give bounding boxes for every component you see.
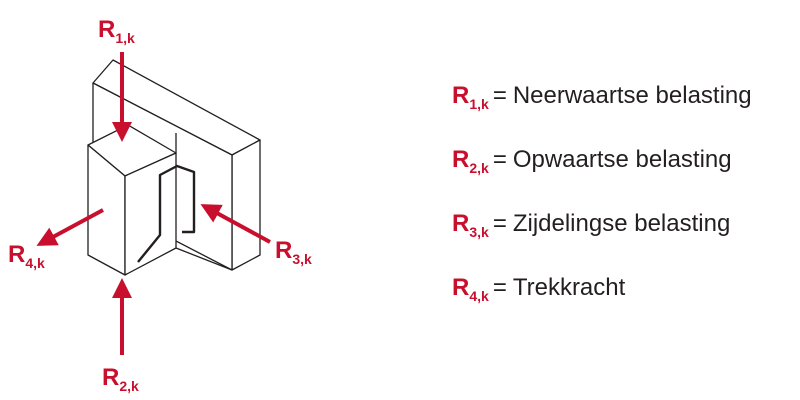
legend-description: Neerwaartse belasting	[512, 82, 752, 109]
legend-description: Opwaartse belasting	[512, 146, 732, 173]
legend-symbol: R3,k	[452, 210, 489, 240]
legend-description: Zijdelingse belasting	[512, 210, 731, 237]
legend-item-r2: R2,k = Opwaartse belasting	[452, 146, 792, 210]
legend-equals: =	[492, 210, 507, 237]
legend-description: Trekkracht	[512, 274, 626, 301]
arrow-r3	[200, 204, 271, 244]
force-arrows	[36, 52, 271, 355]
slot-cutout	[137, 164, 196, 263]
legend: R1,k = Neerwaartse belasting R2,k = Opwa…	[452, 82, 792, 338]
legend-equals: =	[492, 274, 507, 301]
legend-equals: =	[492, 146, 507, 173]
legend-item-r1: R1,k = Neerwaartse belasting	[452, 82, 792, 146]
back-right-face	[231, 139, 261, 271]
legend-symbol: R2,k	[452, 146, 489, 176]
load-diagram: R1,k R2,k R3,k R4,k	[8, 16, 312, 394]
label-r2: R2,k	[102, 364, 139, 394]
label-r3: R3,k	[275, 237, 312, 267]
legend-symbol: R4,k	[452, 274, 489, 304]
legend-item-r3: R3,k = Zijdelingse belasting	[452, 210, 792, 274]
base-edge	[175, 247, 233, 271]
legend-item-r4: R4,k = Trekkracht	[452, 274, 792, 338]
bracket-block	[87, 59, 261, 276]
legend-equals: =	[492, 82, 507, 109]
arrow-r4	[36, 208, 104, 246]
label-r1: R1,k	[98, 16, 135, 46]
label-r4: R4,k	[8, 241, 45, 271]
legend-symbol: R1,k	[452, 82, 489, 112]
